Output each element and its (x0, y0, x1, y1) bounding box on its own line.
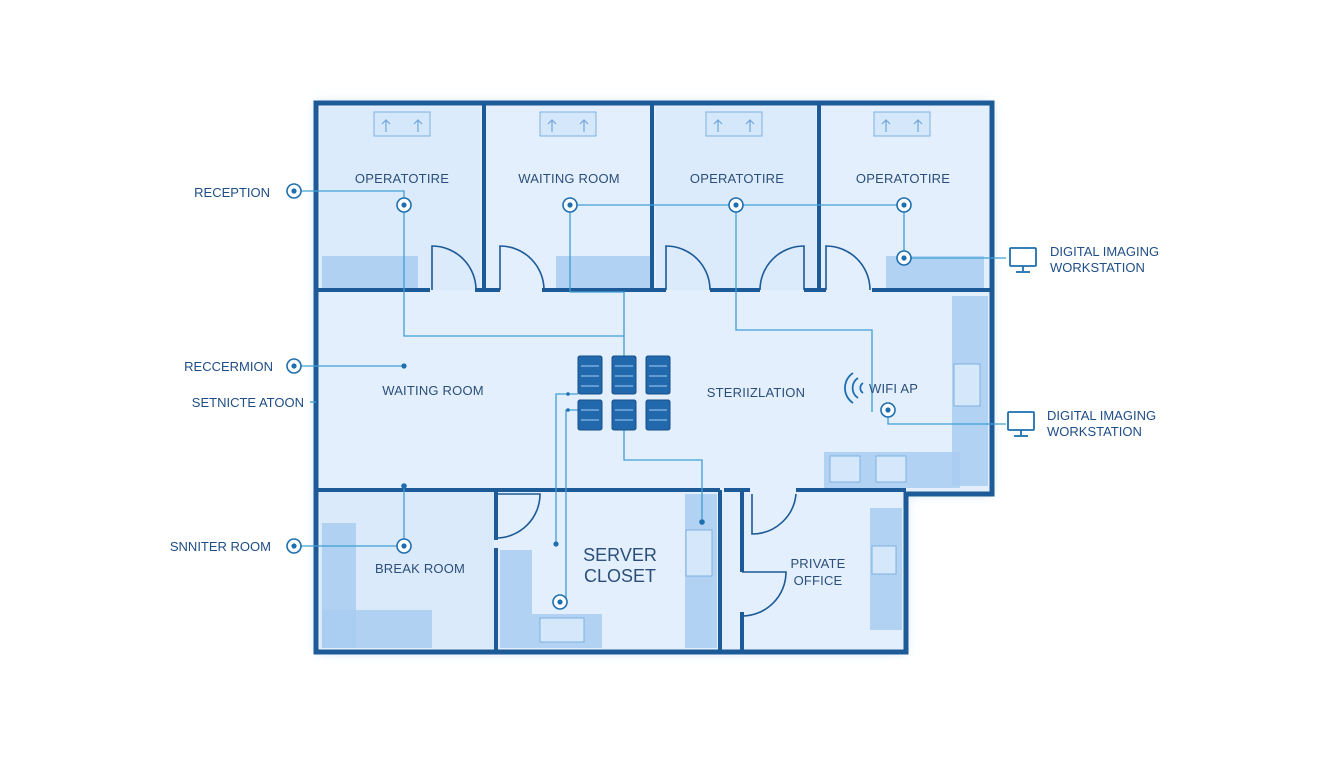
room-label-private-office-2: OFFICE (794, 573, 843, 588)
callout-reception: RECEPTION (194, 185, 270, 200)
monitor-icon (1007, 411, 1035, 437)
callout-workstation-2-line2: WORKSTATION (1047, 424, 1142, 439)
doors (431, 245, 871, 617)
callout-workstation-1-line2: WORKSTATION (1050, 260, 1145, 275)
callout-workstation-1-line1: DIGITAL IMAGING (1050, 244, 1159, 259)
target-node-icon (880, 402, 896, 418)
room-label-operatory-1: OPERATOTIRE (355, 171, 449, 186)
room-labels: OPERATOTIRE WAITING ROOM OPERATOTIRE OPE… (355, 171, 950, 588)
target-node-icon (562, 197, 578, 213)
callout-reception-2: RECCERMION (184, 359, 273, 374)
wifi-ap-label: WIFI AP (869, 381, 918, 396)
target-node-icon (286, 538, 302, 554)
target-node-icon (896, 197, 912, 213)
target-node-icon (396, 197, 412, 213)
target-node-icon (552, 594, 568, 610)
left-callout-markers (286, 183, 316, 554)
room-label-waiting-main: WAITING ROOM (382, 383, 484, 398)
target-node-icon (396, 538, 412, 554)
server-rack-icon (577, 355, 671, 431)
room-label-server-closet-1: SERVER (583, 545, 657, 565)
monitor-icon (1009, 247, 1037, 273)
target-node-icon (286, 358, 302, 374)
walls (313, 100, 995, 655)
target-node-icon (896, 250, 912, 266)
room-label-operatory-2: OPERATOTIRE (690, 171, 784, 186)
room-label-operatory-3: OPERATOTIRE (856, 171, 950, 186)
room-label-sterilization: STERIIZLATION (707, 385, 805, 400)
target-node-icon (728, 197, 744, 213)
room-label-private-office-1: PRIVATE (790, 556, 845, 571)
callout-service-station: SETNICTE ATOON (192, 395, 304, 410)
room-label-break-room: BREAK ROOM (375, 561, 465, 576)
room-label-server-closet-2: CLOSET (584, 566, 656, 586)
callout-workstation-2-line1: DIGITAL IMAGING (1047, 408, 1156, 423)
fixtures (373, 111, 981, 643)
left-callouts: RECEPTION RECCERMION SETNICTE ATOON SNNI… (170, 185, 304, 554)
callout-sniter-room: SNNITER ROOM (170, 539, 271, 554)
target-node-icon (286, 183, 302, 199)
room-label-waiting-top: WAITING ROOM (518, 171, 620, 186)
right-callouts: DIGITAL IMAGING WORKSTATION DIGITAL IMAG… (1047, 244, 1159, 439)
wifi-icon (844, 372, 864, 404)
network-nodes (396, 197, 912, 610)
